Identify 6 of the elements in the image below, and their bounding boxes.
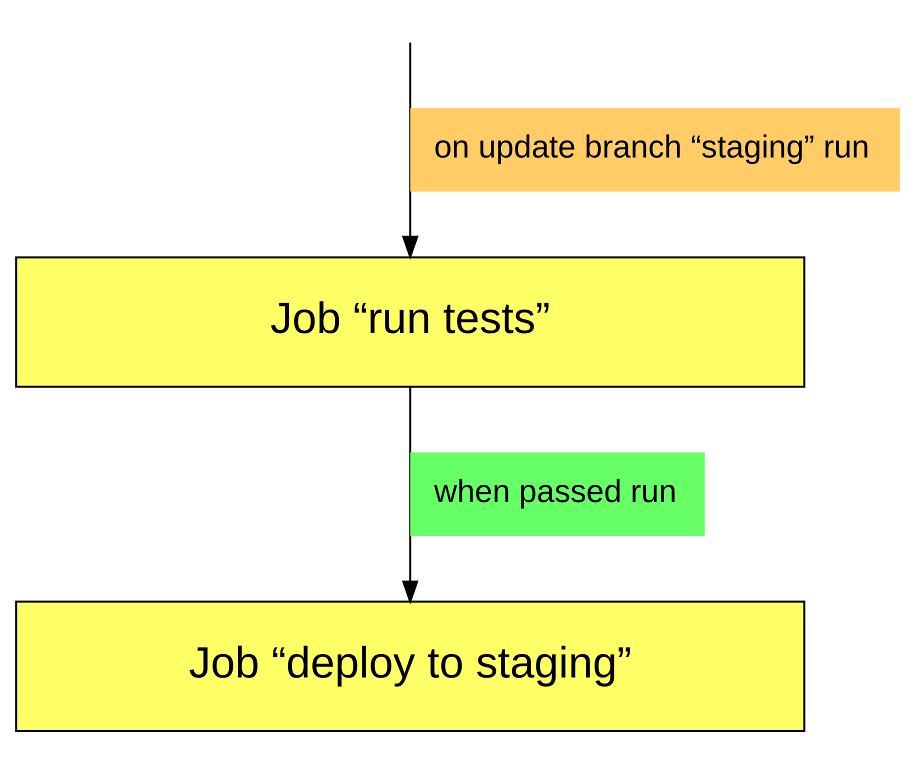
edge-label: on update branch “staging” run	[434, 128, 870, 164]
node-box: Job “deploy to staging”	[15, 600, 806, 732]
arrow	[402, 387, 419, 604]
edge-label: when passed run	[434, 472, 677, 509]
arrow	[402, 42, 419, 260]
node-box: Job “run tests”	[15, 256, 806, 388]
